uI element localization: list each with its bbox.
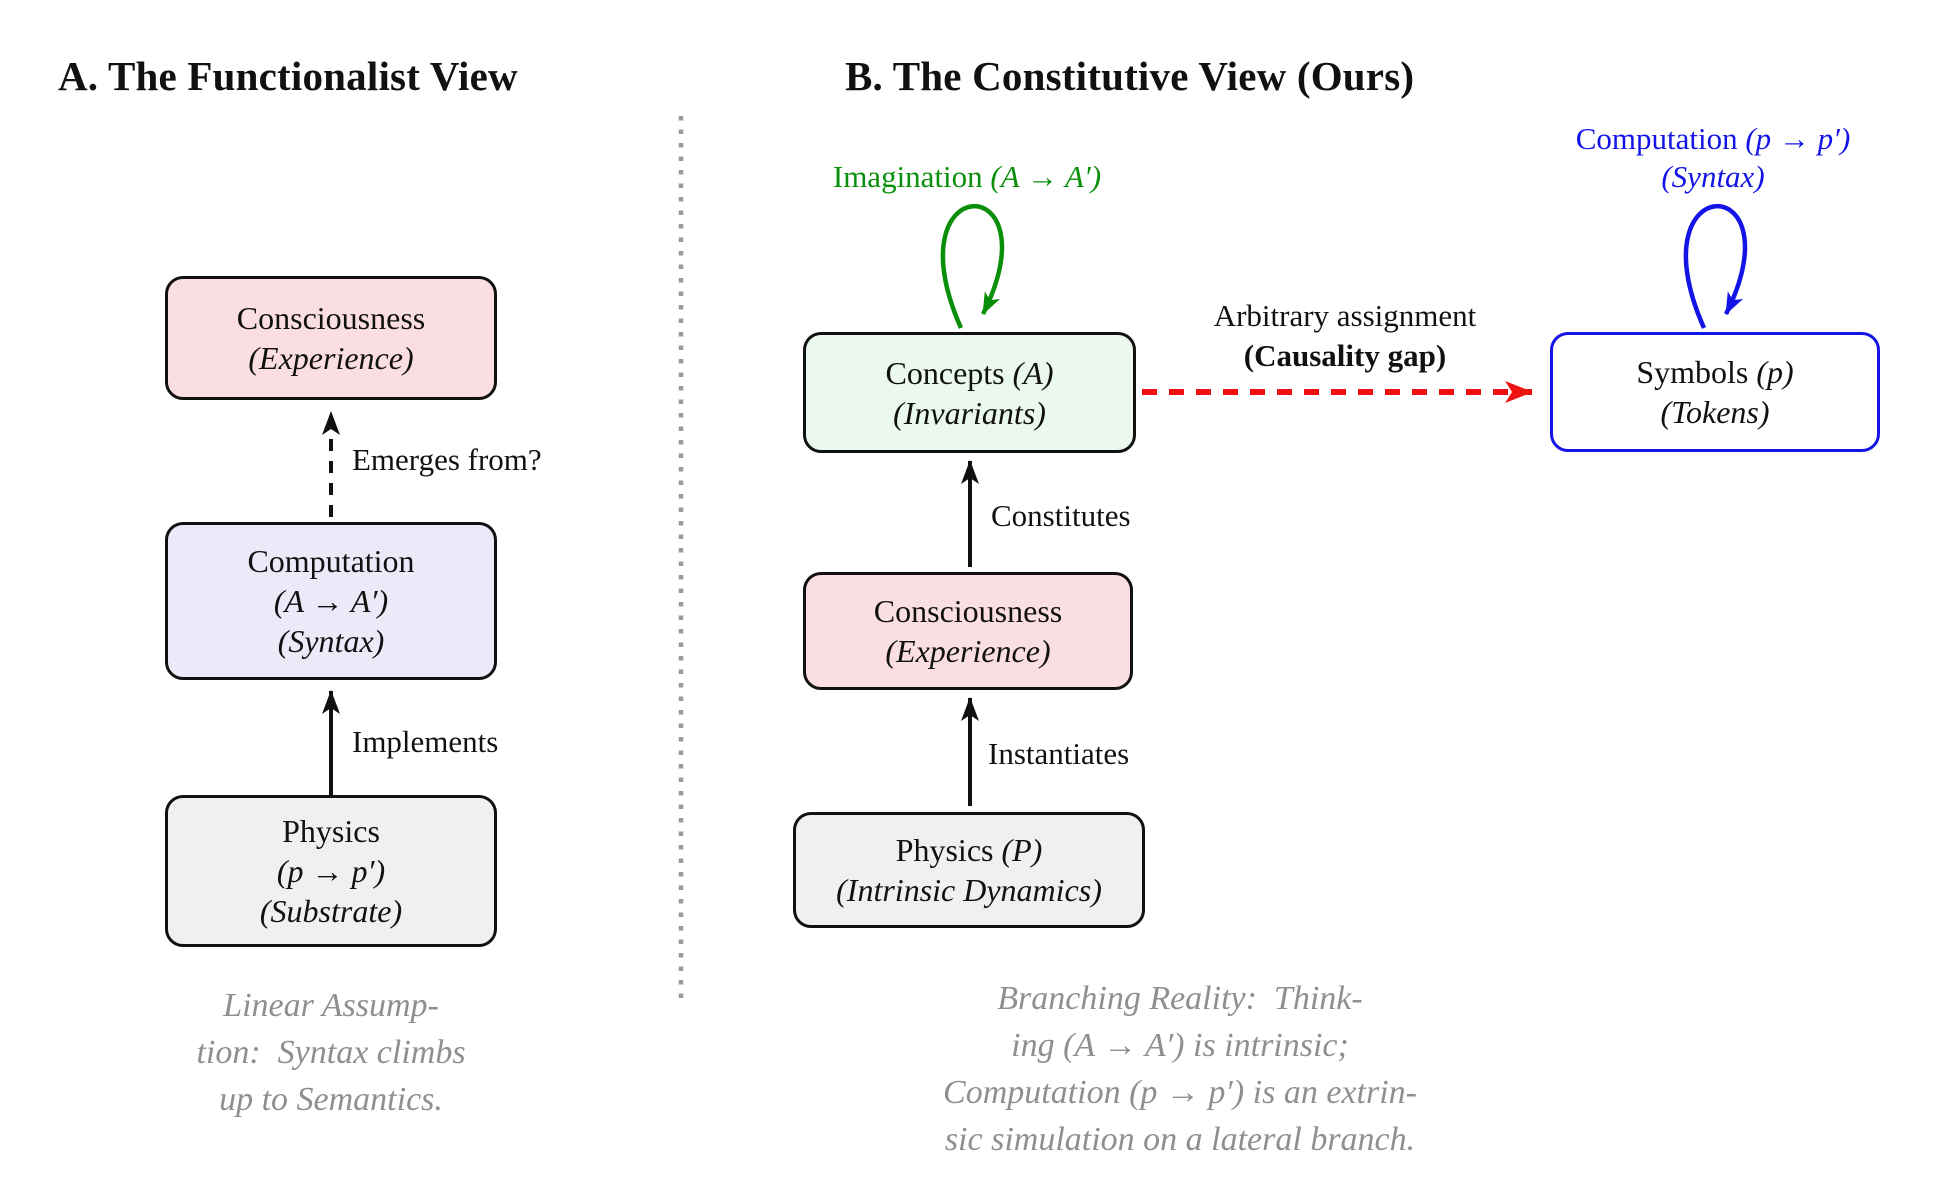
computation-label-main: Computation bbox=[1575, 121, 1746, 156]
computation-self-loop-arrow bbox=[1683, 203, 1748, 329]
panel-a-title: A. The Functionalist View bbox=[58, 53, 518, 99]
node-subline: (Invariants) bbox=[893, 394, 1046, 431]
imagination-label-main: Imagination bbox=[832, 159, 991, 194]
edge-label-constitutes: Constitutes bbox=[991, 498, 1131, 533]
node-physics-b: Physics (P) (Intrinsic Dynamics) bbox=[793, 812, 1145, 928]
node-line-math: (A) bbox=[1012, 354, 1054, 391]
caption-panel-a: Linear Assump- tion: Syntax climbs up to… bbox=[115, 982, 547, 1123]
node-line-math: (P) bbox=[1001, 832, 1043, 868]
node-line: Consciousness bbox=[236, 300, 426, 336]
imagination-self-loop-arrow bbox=[940, 203, 1005, 329]
edge-label-emerges: Emerges from? bbox=[352, 442, 542, 477]
imagination-label: Imagination (A → A′) bbox=[767, 158, 1167, 196]
caption-line: ing (A → A′) is intrinsic; bbox=[1011, 1027, 1349, 1064]
edge-label-instantiates: Instantiates bbox=[988, 736, 1130, 771]
node-subline: (A → A′) bbox=[273, 583, 389, 619]
node-line: Physics bbox=[282, 813, 380, 849]
edge-label-arbitrary-assignment: Arbitrary assignment bbox=[1213, 298, 1477, 333]
node-line-main: Physics bbox=[895, 832, 1002, 868]
edge-label-implements: Implements bbox=[352, 724, 499, 759]
imagination-label-math: (A → A′) bbox=[990, 159, 1102, 194]
caption-line: up to Semantics. bbox=[219, 1081, 443, 1118]
computation-label-line1: Computation (p → p′) bbox=[1513, 120, 1913, 158]
panel-b-title: B. The Constitutive View (Ours) bbox=[845, 53, 1415, 99]
node-consciousness-b: Consciousness (Experience) bbox=[803, 572, 1133, 690]
caption-line: tion: Syntax climbs bbox=[196, 1034, 466, 1071]
caption-line: Linear Assump- bbox=[223, 987, 439, 1024]
node-line-math: (p) bbox=[1756, 354, 1794, 390]
node-line-main: Concepts bbox=[885, 354, 1013, 391]
node-subline: (Intrinsic Dynamics) bbox=[836, 872, 1102, 908]
node-subline: (Experience) bbox=[885, 633, 1051, 669]
caption-line: sic simulation on a lateral branch. bbox=[944, 1121, 1416, 1158]
caption-panel-b: Branching Reality: Think- ing (A → A′) i… bbox=[870, 975, 1490, 1163]
node-line: Concepts (A) bbox=[886, 353, 1054, 393]
computation-label-math: (p → p′) bbox=[1745, 121, 1851, 156]
node-line: Symbols (p) bbox=[1636, 352, 1793, 392]
caption-line: Branching Reality: Think- bbox=[997, 980, 1363, 1017]
node-subline: (Tokens) bbox=[1660, 394, 1770, 430]
node-subline: (Substrate) bbox=[259, 893, 403, 929]
node-subline: (Syntax) bbox=[277, 623, 385, 659]
node-line: Consciousness bbox=[873, 593, 1063, 629]
computation-label-sub: (Syntax) bbox=[1661, 159, 1765, 194]
node-line-main: Symbols bbox=[1636, 354, 1757, 390]
node-computation-a: Computation (A → A′) (Syntax) bbox=[165, 522, 497, 680]
computation-syntax-label: Computation (p → p′) (Syntax) bbox=[1513, 120, 1913, 196]
node-line: Computation bbox=[247, 543, 415, 579]
caption-line: Computation (p → p′) is an extrin- bbox=[943, 1074, 1417, 1111]
node-physics-a: Physics (p → p′) (Substrate) bbox=[165, 795, 497, 947]
node-consciousness-a: Consciousness (Experience) bbox=[165, 276, 497, 400]
node-subline: (p → p′) bbox=[276, 853, 386, 889]
node-symbols: Symbols (p) (Tokens) bbox=[1550, 332, 1880, 452]
node-line: Physics (P) bbox=[896, 830, 1043, 870]
node-concepts: Concepts (A) (Invariants) bbox=[803, 332, 1136, 453]
node-subline: (Experience) bbox=[248, 340, 414, 376]
edge-label-causality-gap: (Causality gap) bbox=[1243, 338, 1447, 373]
